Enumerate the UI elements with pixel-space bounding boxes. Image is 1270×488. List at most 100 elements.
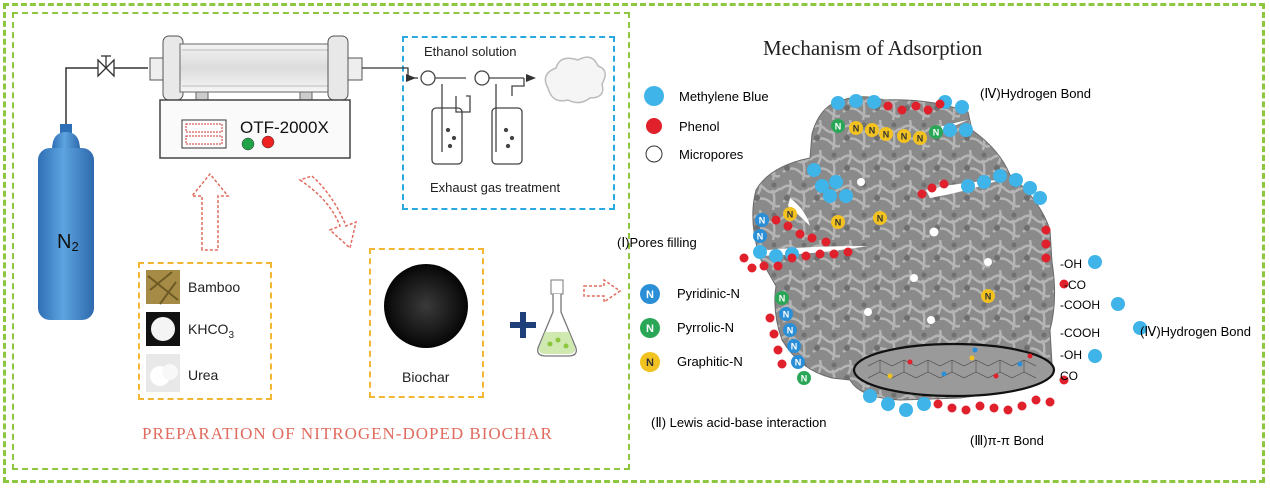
phenol-molecule — [1059, 375, 1069, 385]
mechanism-title: Mechanism of Adsorption — [763, 36, 983, 60]
phenol-molecule — [911, 101, 921, 111]
nitrogen-site-symbol: N — [835, 122, 842, 132]
nitrogen-site-symbol: N — [787, 326, 794, 336]
phenol-molecule — [795, 229, 805, 239]
flask-icon — [537, 279, 577, 357]
functional-groups: -OH -CO -COOH -COOH -OH CO — [1060, 257, 1100, 383]
methylene-blue-molecule — [769, 249, 783, 263]
methylene-blue-molecule — [849, 94, 863, 108]
phenol-molecule — [927, 183, 937, 193]
nitrogen-site-symbol: N — [933, 128, 940, 138]
methylene-blue-molecule — [943, 123, 957, 137]
nitrogen-site — [913, 131, 927, 145]
phenol-molecule — [843, 247, 853, 257]
legend-label-micropores: Micropores — [679, 147, 744, 162]
nitrogen-site — [779, 307, 793, 321]
phenol-molecule — [923, 105, 933, 115]
curved-arrow — [298, 175, 358, 250]
phenol-molecule — [747, 263, 757, 273]
nitrogen-site-symbol: N — [801, 374, 808, 384]
phenol-molecule — [773, 345, 783, 355]
exhaust-label: Exhaust gas treatment — [430, 180, 560, 195]
graphene-layer — [852, 342, 1056, 398]
phenol-molecule — [1041, 225, 1051, 235]
nitrogen-site — [831, 215, 845, 229]
nitrogen-site — [783, 323, 797, 337]
methylene-blue-molecule — [753, 245, 767, 259]
gas-label: N2 — [57, 231, 79, 254]
methylene-blue-molecule — [1088, 349, 1102, 363]
methylene-blue-molecule — [829, 175, 843, 189]
nitrogen-cylinder — [38, 124, 94, 320]
mechanism-hbond-right: (Ⅳ)Hydrogen Bond — [1140, 324, 1251, 339]
nitrogen-site — [929, 125, 943, 139]
phenol-molecule — [975, 401, 985, 411]
phenol-molecule — [787, 253, 797, 263]
mechanism-hbond-top: (Ⅳ)Hydrogen Bond — [980, 86, 1091, 101]
legend-symbol-graphitic: N — [646, 357, 654, 369]
nitrogen-site — [849, 121, 863, 135]
phenol-molecule — [759, 261, 769, 271]
graphene-dopants — [887, 347, 1033, 379]
phenol-molecule — [1041, 253, 1051, 263]
legend-swatch-phenol — [646, 118, 662, 134]
phenol-molecule — [1003, 405, 1013, 415]
methylene-blue-molecule — [993, 169, 1007, 183]
methylene-blue-molecule — [823, 189, 837, 203]
exhaust-cloud — [544, 56, 606, 104]
nitrogen-site-symbol: N — [985, 292, 992, 302]
methylene-blue-molecule — [1088, 255, 1102, 269]
nitrogen-site — [787, 339, 801, 353]
group-label: -COOH — [1060, 298, 1100, 312]
methylene-blue-molecule — [899, 403, 913, 417]
phenol-molecule — [821, 237, 831, 247]
material-label-bamboo: Bamboo — [188, 279, 240, 295]
phenol-molecule — [1031, 395, 1041, 405]
mechanism-lewis: (Ⅱ) Lewis acid-base interaction — [651, 415, 826, 430]
nitrogen-site-symbol: N — [877, 214, 884, 224]
biochar-sphere — [384, 264, 468, 348]
phenol-molecule — [777, 359, 787, 369]
tube-furnace — [149, 35, 363, 159]
methylene-blue-molecule — [1033, 191, 1047, 205]
nitrogen-site-symbol: N — [917, 134, 924, 144]
exhaust-box — [402, 36, 615, 210]
biochar-label: Biochar — [402, 369, 450, 385]
nitrogen-site — [775, 291, 789, 305]
methylene-blue-molecule — [831, 96, 845, 110]
nitrogen-site-symbol: N — [853, 124, 860, 134]
legend-swatch-micropores — [645, 145, 663, 163]
phenol-molecule — [1041, 239, 1051, 249]
nitrogen-site — [865, 123, 879, 137]
phenol-molecule — [897, 105, 907, 115]
mechanism-pores-filling: (Ⅰ)Pores filling — [617, 235, 697, 250]
nitrogen-site-symbol: N — [783, 310, 790, 320]
methylene-blue-molecule — [961, 179, 975, 193]
phenol-molecule — [771, 215, 781, 225]
legend-swatch-methylene-blue — [644, 86, 664, 106]
nitrogen-site — [873, 211, 887, 225]
right-arrow — [583, 278, 622, 304]
methylene-blue-molecule — [867, 95, 881, 109]
phenol-molecule — [1059, 279, 1069, 289]
nitrogen-site-symbol: N — [869, 126, 876, 136]
phenol-molecule — [807, 233, 817, 243]
phenol-molecule — [829, 249, 839, 259]
methylene-blue-molecule — [1111, 297, 1125, 311]
methylene-blue-molecule — [917, 397, 931, 411]
phenol-molecule — [765, 313, 775, 323]
nitrogen-site-symbol: N — [759, 216, 766, 226]
group-label: -CO — [1064, 278, 1086, 292]
nitrogen-site-symbol: N — [779, 294, 786, 304]
preparation-title: PREPARATION OF NITROGEN-DOPED BIOCHAR — [142, 424, 553, 443]
legend-label-phenol: Phenol — [679, 119, 720, 134]
methylene-blue-molecule — [1133, 321, 1147, 335]
legend-label-graphitic: Graphitic-N — [677, 354, 743, 369]
phenol-molecule — [739, 253, 749, 263]
legend-label-pyrrolic: Pyrrolic-N — [677, 320, 734, 335]
phenol-molecule — [1017, 401, 1027, 411]
nitrogen-site — [797, 371, 811, 385]
up-arrow — [190, 172, 230, 251]
methylene-blue-molecule — [977, 175, 991, 189]
